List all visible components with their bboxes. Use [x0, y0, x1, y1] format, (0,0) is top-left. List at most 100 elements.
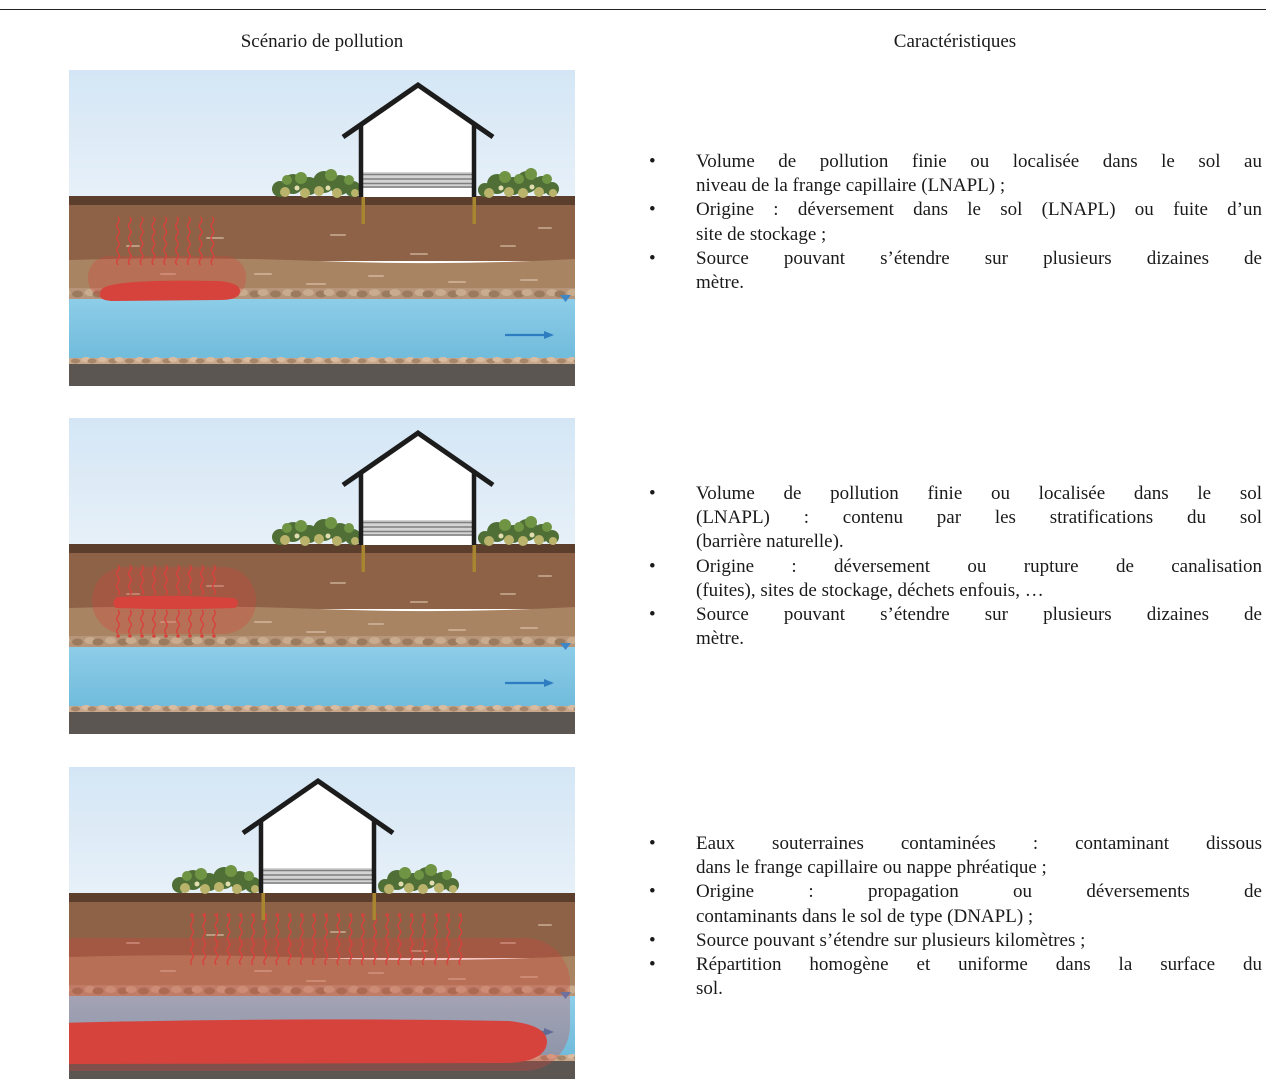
scenario-illustration-3 — [69, 767, 575, 1079]
characteristics-list-2: • Volume de pollution finie ou localisée… — [648, 482, 1262, 651]
droplet — [300, 913, 304, 917]
bullet-marker: • — [649, 483, 656, 504]
droplet — [202, 913, 206, 917]
vapor-line — [275, 916, 280, 966]
text-line: contaminants dans le sol de type (DNAPL)… — [696, 905, 1034, 927]
droplet — [212, 634, 216, 638]
vapor-line — [163, 216, 168, 266]
droplet — [397, 913, 402, 917]
vapor-line — [348, 916, 353, 966]
droplet — [116, 634, 120, 638]
characteristic-item: • Source pouvant s’étendre sur plusieurs… — [648, 603, 1262, 651]
vapor-line — [127, 216, 132, 266]
vapor-line — [226, 916, 231, 966]
vapor-line — [385, 916, 390, 966]
droplet — [176, 634, 180, 638]
vapor-line — [175, 609, 181, 635]
droplet — [312, 913, 316, 917]
vapor-line — [151, 564, 157, 596]
vapor-lines — [189, 913, 463, 966]
characteristic-item: • Origine : déversement dans le sol (LNA… — [648, 198, 1262, 246]
droplet — [251, 913, 255, 917]
vapor-line — [198, 216, 203, 266]
bullet-marker: • — [649, 199, 656, 221]
bullet-marker: • — [649, 833, 656, 854]
column-header-scenario: Scénario de pollution — [240, 31, 404, 52]
vapor-line — [311, 916, 317, 966]
table-top-rule — [0, 9, 1266, 10]
vapor-line — [238, 916, 243, 966]
bullet-marker: • — [649, 151, 656, 172]
vapor-line — [397, 916, 402, 966]
scenario-illustration-1 — [69, 70, 575, 386]
droplet — [200, 634, 204, 638]
vapor-line — [433, 916, 439, 966]
text-line: Eaux souterraines contaminées : contamin… — [696, 833, 1262, 854]
column-header-characteristics: Caractéristiques — [893, 31, 1017, 52]
characteristic-item: • Source pouvant s’étendre sur plusieurs… — [648, 929, 1262, 953]
droplet — [348, 913, 353, 917]
droplet — [287, 913, 292, 917]
bullet-marker: • — [649, 929, 656, 951]
vapor-line — [214, 916, 219, 966]
vapor-line — [151, 216, 156, 266]
text-line: (fuites), sites de stockage, déchets enf… — [696, 579, 1044, 601]
characteristic-item: • Répartition homogène et uniforme dans … — [648, 953, 1262, 1001]
droplet — [422, 913, 426, 917]
characteristic-item: • Volume de pollution finie ou localisée… — [648, 150, 1262, 198]
vapor-line — [199, 564, 205, 596]
soil-cross-section — [69, 70, 575, 386]
vapor-line — [211, 609, 217, 635]
vapor-line — [360, 916, 365, 966]
text-line: Source pouvant s’étendre sur plusieurs d… — [696, 604, 1262, 626]
droplet — [385, 913, 390, 917]
dnapl-source — [69, 1019, 547, 1064]
droplet — [336, 913, 341, 917]
vapor-line — [299, 916, 304, 966]
pollution-plume — [92, 564, 256, 638]
droplet — [458, 913, 463, 917]
bullet-marker: • — [649, 881, 656, 903]
text-line: mètre. — [696, 272, 745, 294]
lnapl-source — [113, 595, 238, 609]
vapor-line — [163, 564, 169, 596]
pollution-plume — [88, 216, 246, 301]
droplet — [190, 913, 194, 917]
text-line: Origine : propagation ou déversements de — [696, 881, 1262, 903]
droplet — [324, 913, 328, 917]
vapor-line — [409, 916, 414, 966]
text-line: (LNAPL) : contenu par les stratification… — [696, 507, 1262, 529]
vapor-line — [139, 216, 144, 266]
droplet — [434, 913, 438, 917]
vapor-line — [139, 564, 145, 596]
text-line: Origine : déversement dans le sol (LNAPL… — [696, 199, 1262, 221]
vapor-lines-lower — [115, 609, 217, 638]
vapor-lines-upper — [115, 564, 217, 596]
text-line: Source pouvant s’étendre sur plusieurs d… — [696, 247, 1262, 269]
scenario-illustration-2 — [69, 418, 575, 734]
droplet — [226, 913, 231, 917]
vapor-line — [458, 916, 463, 966]
text-line: (barrière naturelle). — [696, 531, 844, 553]
vapor-line — [421, 916, 426, 966]
vapor-line — [186, 216, 191, 266]
vapor-line — [250, 916, 256, 966]
droplet — [361, 913, 365, 917]
characteristic-item: • Origine : déversement ou rupture de ca… — [648, 555, 1262, 603]
bullet-marker: • — [649, 555, 656, 577]
characteristics-list-3: • Eaux souterraines contaminées : contam… — [648, 832, 1262, 1001]
droplet — [164, 634, 168, 638]
characteristic-item: • Origine : propagation ou déversements … — [648, 880, 1262, 928]
vapor-line — [115, 609, 121, 635]
droplet — [152, 634, 156, 638]
vapor-line — [199, 609, 205, 635]
characteristics-list-1: • Volume de pollution finie ou localisée… — [648, 150, 1262, 295]
droplet — [140, 634, 144, 638]
droplet — [239, 913, 243, 917]
vapor-line — [211, 564, 217, 596]
vapor-line — [127, 609, 133, 635]
vapor-line — [151, 609, 157, 635]
vapor-line — [336, 916, 341, 966]
vapor-line — [263, 916, 268, 966]
vapor-line — [139, 609, 145, 635]
